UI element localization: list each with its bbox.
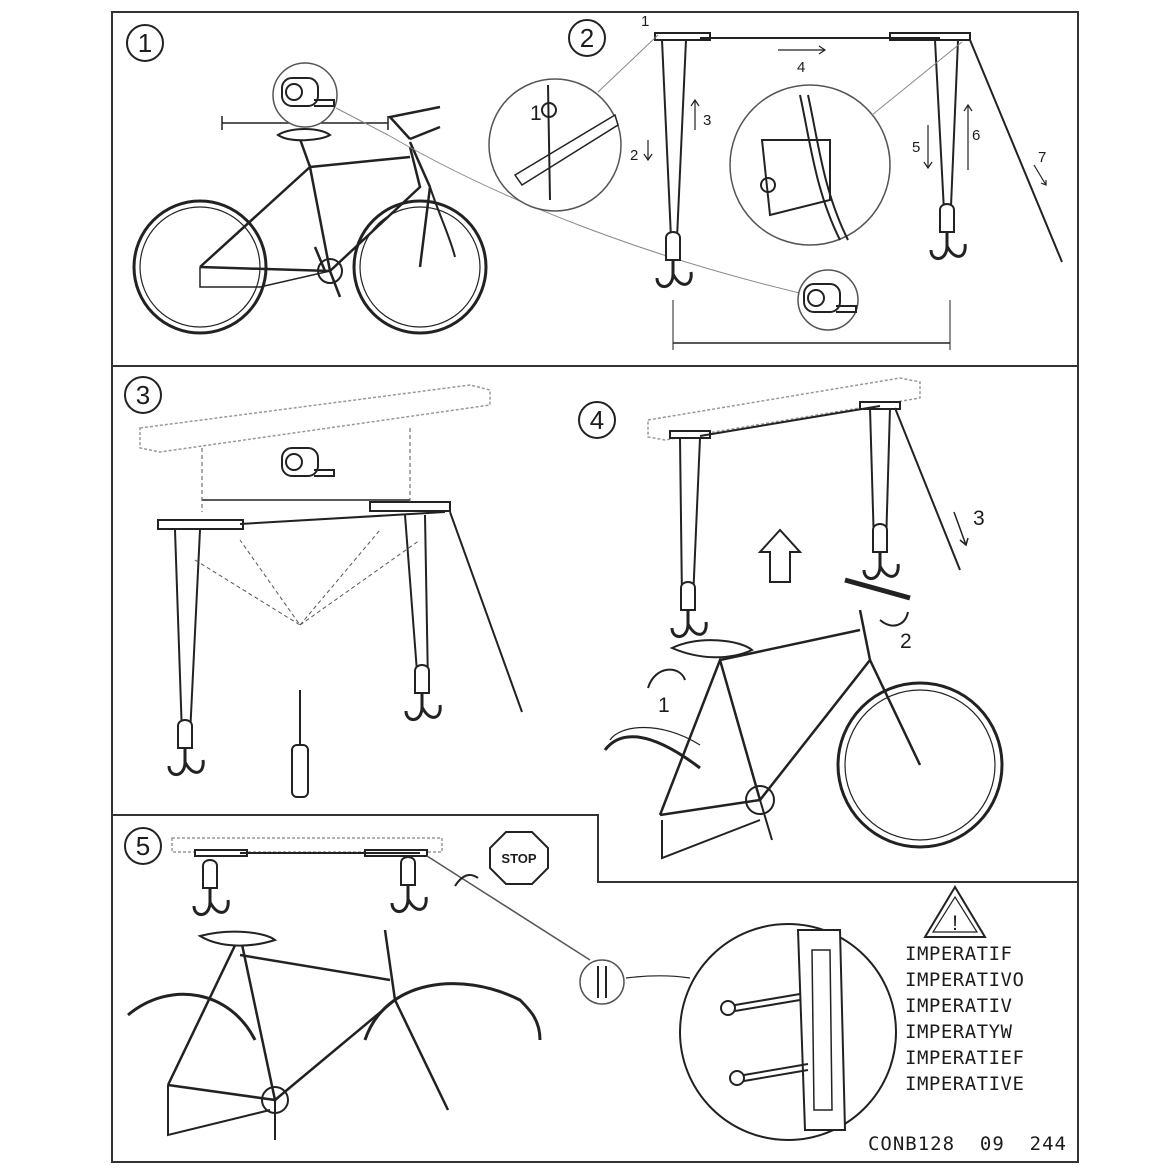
pulley-hook: [192, 858, 230, 917]
cleat-mount-detail: [679, 923, 897, 1141]
knot-label: 1: [530, 102, 542, 125]
callout-number: 7: [1038, 149, 1046, 166]
step-number: 3: [136, 380, 150, 410]
step-1-panel: 1: [126, 24, 831, 335]
step-badge: [126, 24, 164, 62]
callout-number: 4: [797, 59, 805, 76]
warning-line: IMPERATIEF: [905, 1047, 1024, 1069]
pulley-hook: [390, 855, 428, 914]
callout-number: 1: [641, 13, 649, 30]
screw-icon: [720, 993, 801, 1016]
bicycle-illustration: [127, 929, 542, 1140]
step-5-panel: 5 STOP: [124, 827, 897, 1141]
warning-line: IMPERATYW: [905, 1021, 1013, 1043]
step-badge: [124, 376, 162, 414]
outer-frame: [111, 11, 1079, 1163]
cleat-callout: [579, 959, 625, 1005]
lift-arrow-icon: [757, 528, 803, 583]
pulley-hook: [862, 522, 900, 581]
callout-number: 3: [703, 112, 711, 129]
step-number: 1: [138, 28, 152, 58]
svg-text:!: !: [952, 912, 958, 935]
step-number: 2: [580, 23, 594, 53]
step-badge: [124, 827, 162, 865]
tape-measure-icon: [281, 447, 335, 477]
pulley-hook: [167, 718, 205, 777]
stop-sign-icon: STOP: [489, 831, 549, 885]
step-number: 4: [590, 405, 604, 435]
bicycle-illustration: [132, 105, 488, 335]
rotate-arrow-icon: [879, 611, 909, 627]
knot-callout: [488, 78, 622, 212]
step-badge: [578, 401, 616, 439]
callout-number: 6: [972, 127, 980, 144]
warning-line: IMPERATIV: [905, 995, 1012, 1017]
warning-line: IMPERATIVO: [905, 969, 1024, 991]
warning-block: ! IMPERATIF IMPERATIVO IMPERATIV IMPERAT…: [905, 885, 1024, 1095]
step-4-panel: 4 1 2 3: [578, 377, 1004, 860]
step-number: 5: [136, 831, 150, 861]
warning-line: IMPERATIF: [905, 943, 1012, 965]
divider-step-5: [112, 814, 1078, 883]
pulley-hook: [655, 230, 693, 289]
stop-sign-label: STOP: [501, 851, 536, 866]
screw-icon: [729, 1063, 809, 1086]
pulley-hook: [929, 202, 967, 261]
warning-triangle-icon: !: [923, 885, 987, 938]
pulley-hook: [404, 663, 442, 722]
bicycle-illustration: [603, 577, 1004, 860]
callout-number: 2: [630, 147, 638, 164]
screwdriver-icon: [291, 690, 309, 798]
warning-line: IMPERATIVE: [905, 1073, 1024, 1095]
step-badge: [568, 19, 606, 57]
step-3-panel: 3: [124, 376, 523, 798]
callout-number: 5: [912, 139, 920, 156]
pulley-hook: [670, 580, 708, 639]
callout-number: 1: [658, 694, 670, 717]
rotate-arrow-icon: [647, 668, 686, 689]
document-code: CONB128 09 244: [868, 1133, 1067, 1155]
callout-number: 3: [973, 507, 985, 530]
step-2-panel: 2 1 1 2 3 4 5 6 7: [488, 13, 1063, 350]
callout-number: 2: [900, 630, 912, 653]
